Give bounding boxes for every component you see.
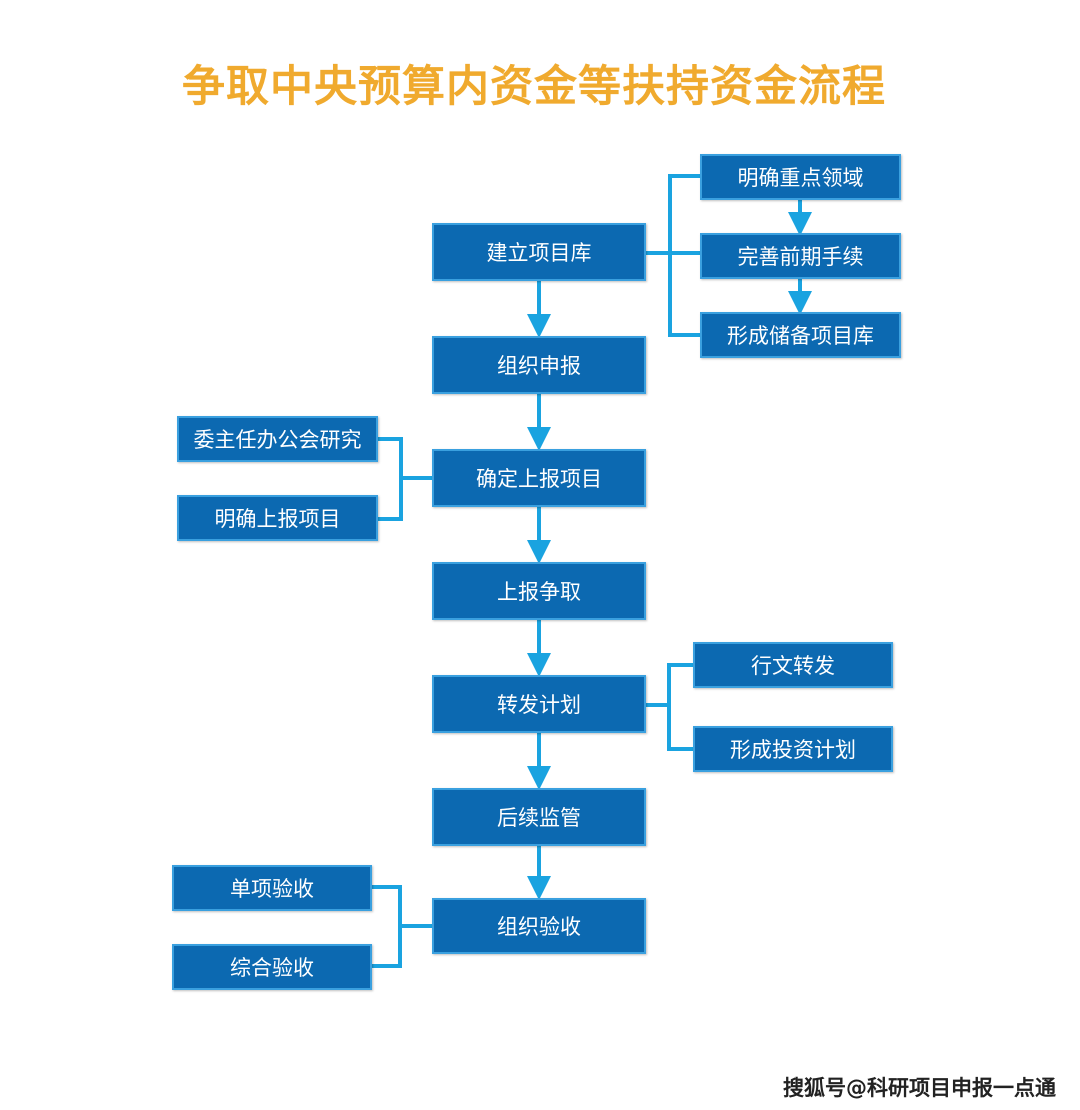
page-title: 争取中央预算内资金等扶持资金流程 [182, 62, 886, 112]
step-submit: 上报争取 [432, 562, 646, 620]
substep: 行文转发 [693, 642, 893, 688]
bracket [378, 437, 432, 521]
substep: 单项验收 [172, 865, 372, 911]
watermark: 搜狐号@科研项目申报一点通 [783, 1076, 1056, 1100]
substep: 明确上报项目 [177, 495, 378, 541]
bracket [371, 885, 432, 968]
step-organize-application: 组织申报 [432, 336, 646, 394]
bracket [646, 174, 700, 337]
step-build-library: 建立项目库 [432, 223, 646, 281]
substep: 完善前期手续 [700, 233, 901, 279]
step-supervision: 后续监管 [432, 788, 646, 846]
substep: 形成投资计划 [693, 726, 893, 772]
step-confirm-projects: 确定上报项目 [432, 449, 646, 507]
substep: 综合验收 [172, 944, 372, 990]
substep: 委主任办公会研究 [177, 416, 378, 462]
step-acceptance: 组织验收 [432, 898, 646, 954]
bracket [646, 663, 693, 751]
step-forward-plan: 转发计划 [432, 675, 646, 733]
substep: 形成储备项目库 [700, 312, 901, 358]
substep: 明确重点领域 [700, 154, 901, 200]
